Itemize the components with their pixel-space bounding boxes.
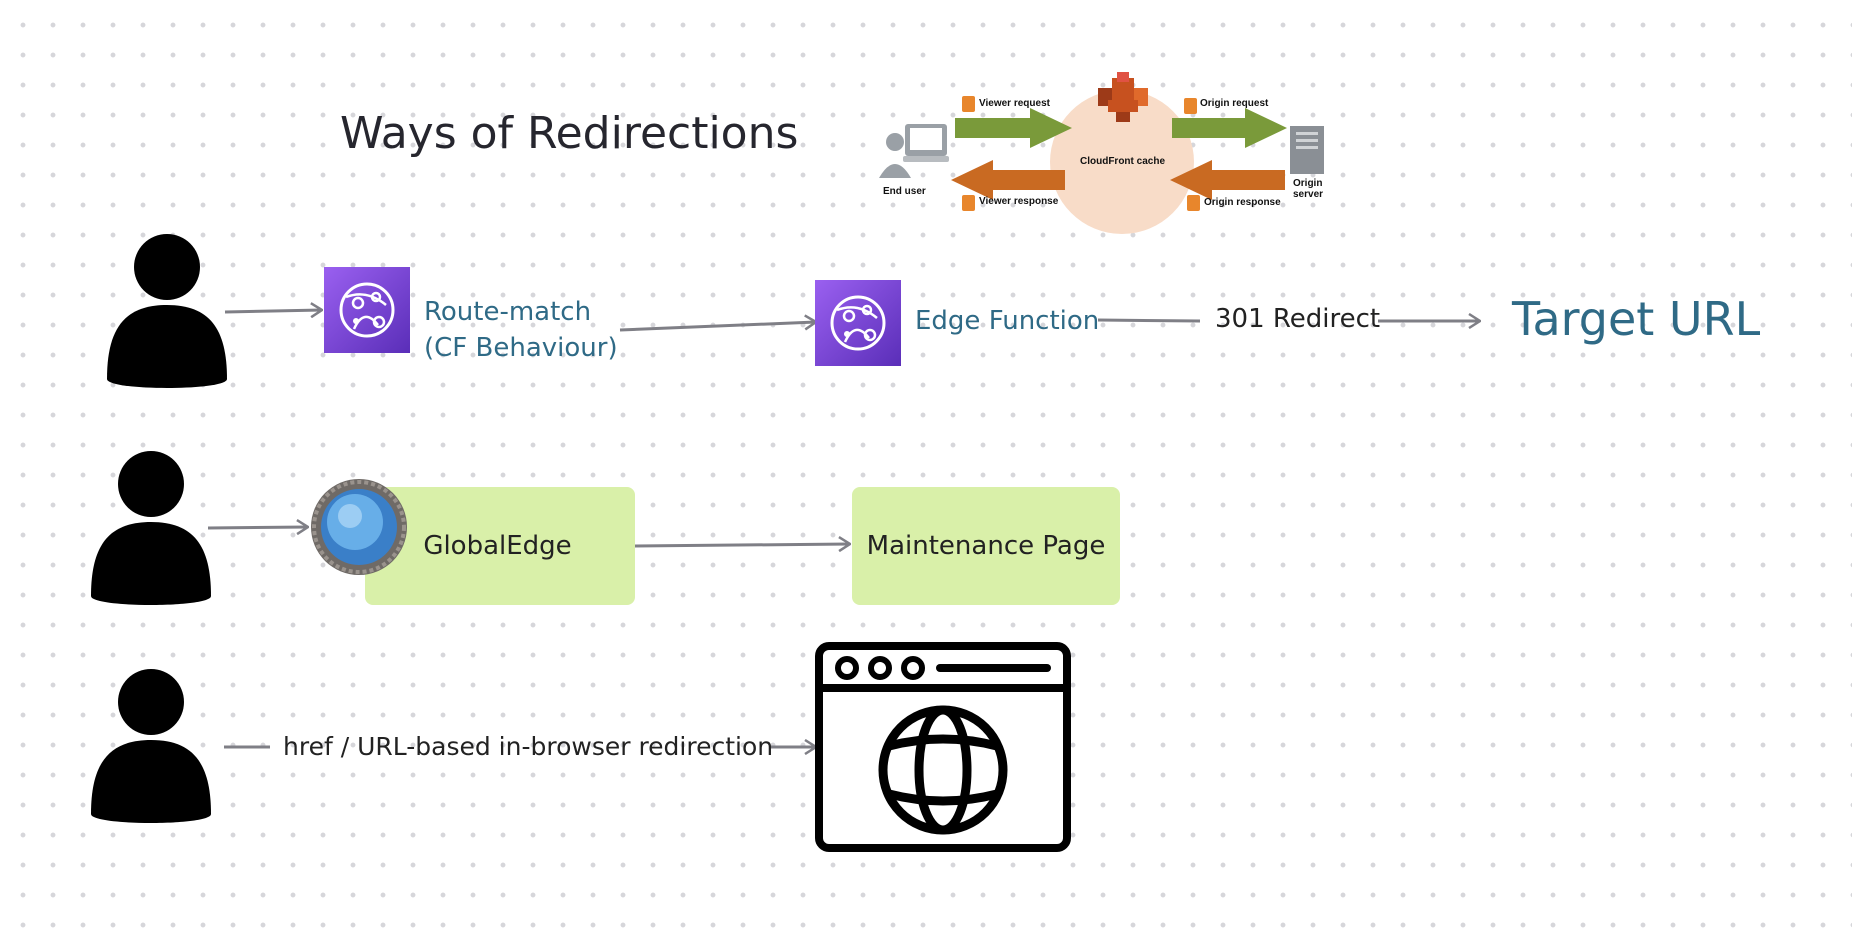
- connector-route-edge: [619, 322, 816, 332]
- origin-request-arrow: [1172, 108, 1287, 148]
- viewer-response-arrow: [951, 160, 1065, 200]
- route-match-line-1: Route-match: [424, 297, 592, 327]
- end-user-icon: [879, 124, 949, 178]
- origin-server-label-2: server: [1293, 189, 1324, 200]
- connector-edge-301: [1097, 318, 1201, 323]
- globaledge-box: GlobalEdge: [365, 487, 635, 605]
- origin-response-badge-icon: [1187, 195, 1200, 211]
- edge-function-label: Edge Function: [915, 306, 1100, 336]
- origin-server-icon: [1290, 126, 1324, 174]
- portal-icon: [311, 479, 407, 575]
- user-icon: [107, 234, 227, 388]
- browser-globe-icon: [815, 642, 1071, 852]
- viewer-response-label: Viewer response: [979, 196, 1059, 207]
- viewer-request-arrow: [955, 108, 1072, 148]
- connector-globaledge-maintenance: [633, 544, 850, 546]
- globaledge-label: GlobalEdge: [423, 531, 572, 561]
- cloudfront-function-icon: [815, 280, 901, 366]
- maintenance-page-label: Maintenance Page: [866, 531, 1106, 561]
- origin-response-arrow: [1170, 160, 1285, 200]
- user-icon: [91, 451, 211, 605]
- route-match-line-2: (CF Behaviour): [424, 333, 618, 363]
- connector-user1-route: [224, 310, 322, 312]
- viewer-response-badge-icon: [962, 195, 975, 211]
- cache-circle: [1050, 90, 1194, 234]
- cloudfront-function-icon: [324, 267, 410, 353]
- route-match-label: Route-match (CF Behaviour): [424, 294, 618, 366]
- maintenance-page-box: Maintenance Page: [852, 487, 1120, 605]
- in-browser-redirection-label: href / URL-based in-browser redirection: [283, 732, 774, 761]
- page-title: Ways of Redirections: [340, 108, 799, 159]
- target-url-label: Target URL: [1512, 292, 1761, 346]
- viewer-request-label: Viewer request: [979, 98, 1050, 109]
- user-icon: [91, 669, 211, 823]
- viewer-request-badge-icon: [962, 96, 975, 112]
- end-user-label: End user: [883, 186, 926, 197]
- cloudfront-logo-icon: [1098, 72, 1148, 122]
- origin-response-label: Origin response: [1204, 197, 1281, 208]
- cache-label: CloudFront cache: [1080, 156, 1166, 167]
- connector-user2-globaledge: [207, 527, 308, 528]
- origin-request-label: Origin request: [1200, 98, 1269, 109]
- redirect-301-label: 301 Redirect: [1215, 304, 1381, 334]
- origin-server-label-1: Origin: [1293, 178, 1323, 189]
- origin-request-badge-icon: [1184, 98, 1197, 114]
